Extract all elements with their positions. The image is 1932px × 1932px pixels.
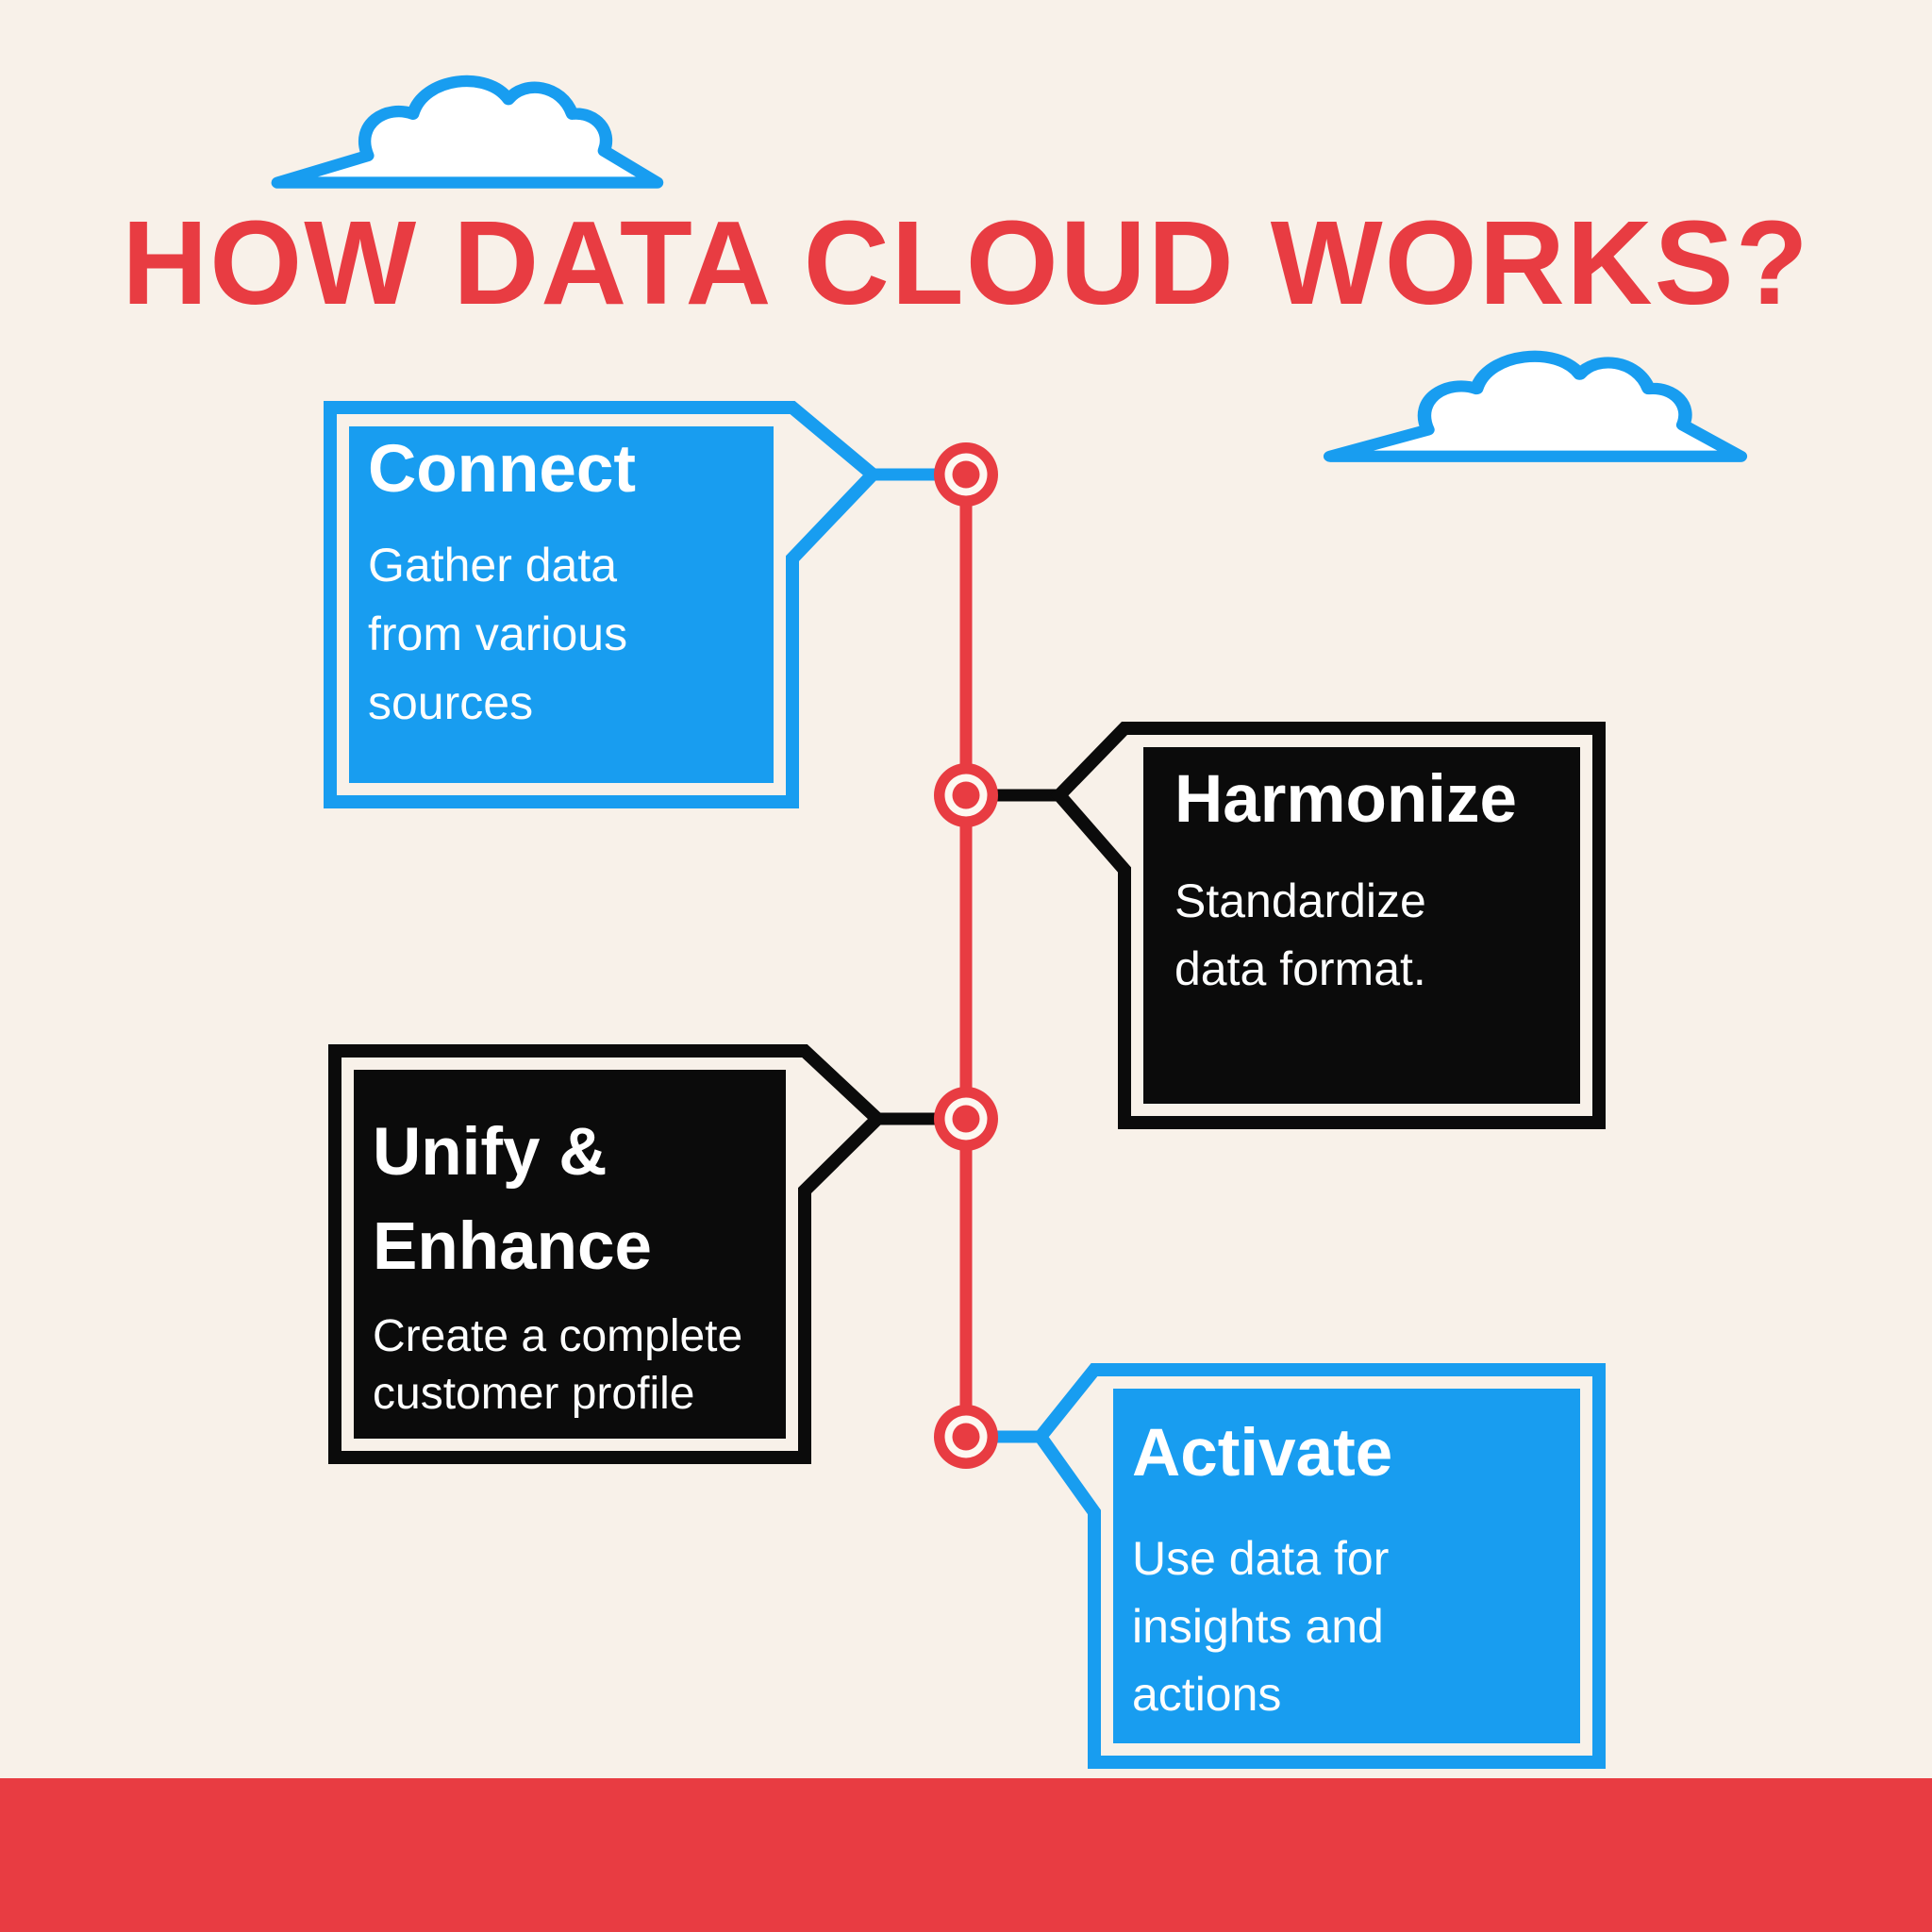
- step-box-outline-connect: [324, 401, 883, 808]
- step-title-connect: Connect: [368, 432, 636, 507]
- step-box-fill-harmonize: [1143, 747, 1580, 1104]
- step-box-outline-activate: [1032, 1363, 1606, 1769]
- step-description-connect: Gather data from various sources: [368, 539, 628, 729]
- timeline-node-unify: [934, 1087, 998, 1151]
- step-box-outline-unify: [328, 1044, 888, 1464]
- step-box-outline-harmonize: [1050, 722, 1606, 1129]
- step-title-harmonize: Harmonize: [1174, 762, 1517, 837]
- step-box-fill-activate: [1113, 1389, 1580, 1743]
- page-title: HOW DATA CLOUD WORKS?: [122, 196, 1810, 329]
- timeline-node-activate: [934, 1405, 998, 1469]
- cloud-icon-top-left: [271, 75, 664, 189]
- step-connect: Connect Gather data from various sources: [368, 436, 689, 738]
- step-unify-enhance: Unify & Enhance Create a complete custom…: [373, 1106, 788, 1423]
- step-description-activate: Use data for insights and actions: [1132, 1532, 1390, 1721]
- footer-band: THE SALESFORCE FIRST: [0, 1778, 1932, 1932]
- step-harmonize: Harmonize Standardize data format.: [1174, 766, 1571, 1003]
- timeline-node-connect: [934, 442, 998, 507]
- step-box-fill-connect: [349, 426, 774, 783]
- step-box-fill-unify: [354, 1070, 786, 1439]
- timeline-node-harmonize: [934, 763, 998, 827]
- cloud-icon-top-right: [1323, 350, 1748, 462]
- step-description-unify-enhance: Create a complete customer profile: [373, 1311, 743, 1419]
- step-title-activate: Activate: [1132, 1416, 1393, 1491]
- step-description-harmonize: Standardize data format.: [1174, 874, 1426, 995]
- step-activate: Activate Use data for insights and actio…: [1132, 1420, 1453, 1728]
- step-title-unify-enhance: Unify & Enhance: [373, 1115, 652, 1284]
